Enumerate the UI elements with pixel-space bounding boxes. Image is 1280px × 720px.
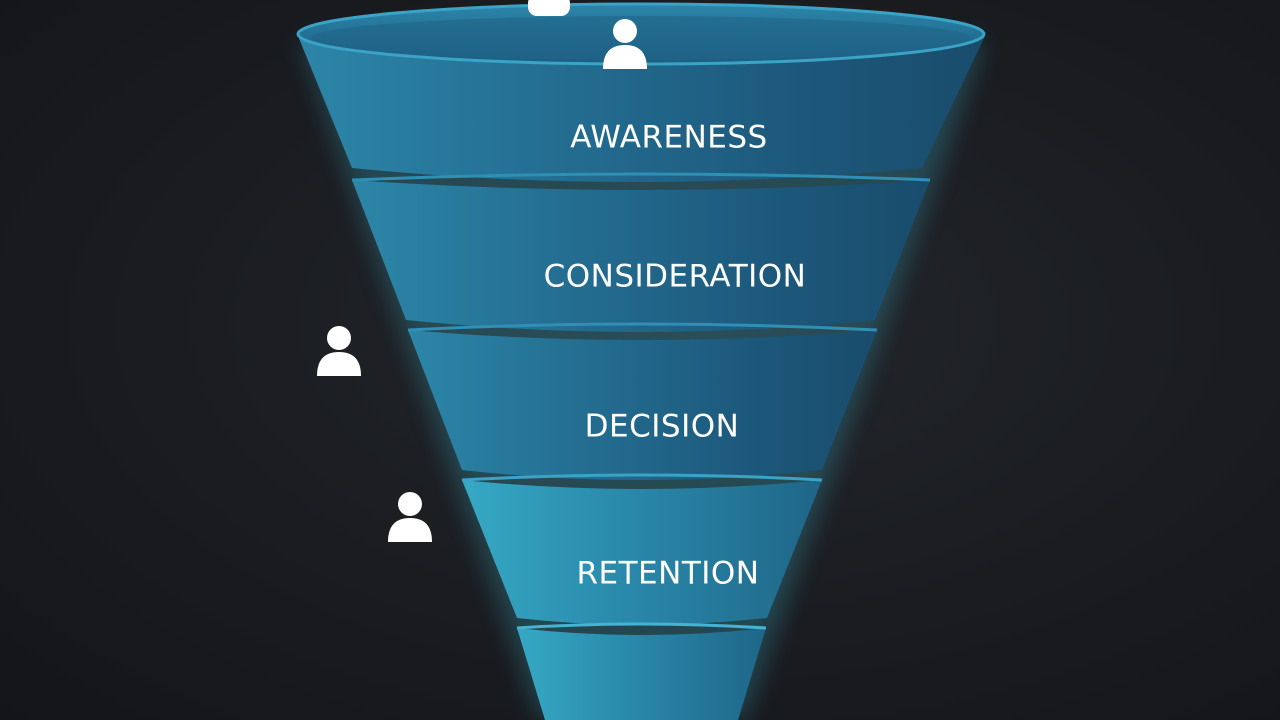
person-icon	[528, 0, 570, 16]
funnel-segment	[408, 330, 877, 480]
funnel-segment	[352, 180, 930, 332]
funnel-stage-consideration: CONSIDERATION	[351, 172, 931, 332]
person-icon	[317, 326, 361, 376]
funnel-segment	[298, 36, 985, 182]
stage-label-retention: RETENTION	[576, 556, 759, 592]
person-icon	[388, 492, 432, 542]
funnel-segment	[462, 480, 822, 625]
funnel-stage-decision: DECISION	[407, 322, 878, 480]
funnel-segment	[517, 628, 766, 720]
funnel-stage-bottom	[516, 622, 767, 720]
stage-label-consideration: CONSIDERATION	[544, 259, 807, 295]
stage-label-decision: DECISION	[585, 409, 740, 445]
person-icon	[603, 19, 647, 69]
stage-label-awareness: AWARENESS	[570, 120, 767, 156]
funnel-stage-retention: RETENTION	[461, 473, 823, 625]
funnel-stage-awareness: AWARENESS	[296, 2, 986, 182]
